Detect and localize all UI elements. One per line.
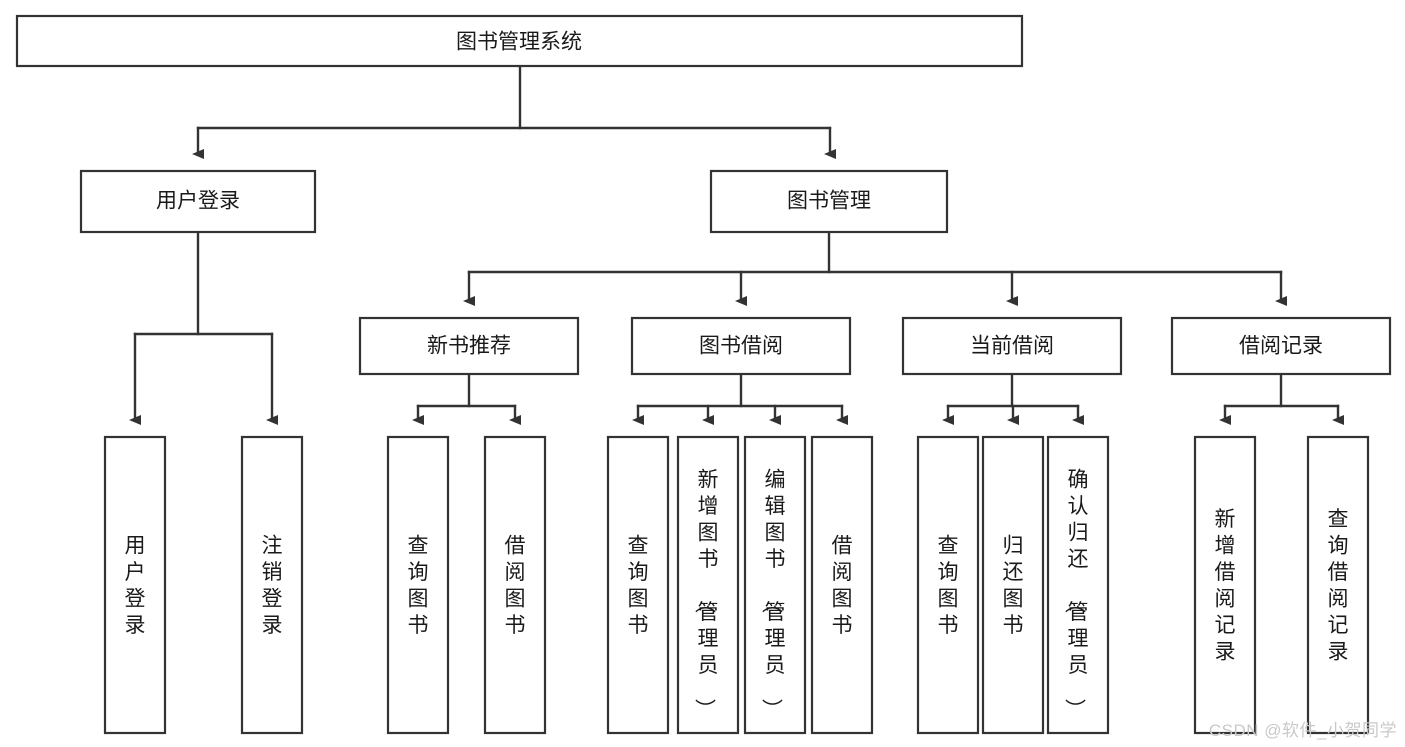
leaf-label: 新增借阅记录 xyxy=(1215,508,1236,664)
node-user-login[interactable]: 用户登录 xyxy=(79,169,317,234)
user-login-box[interactable] xyxy=(79,169,317,234)
leaf-box[interactable] xyxy=(916,435,980,735)
leaf-box[interactable] xyxy=(606,435,670,735)
leaf-box[interactable] xyxy=(676,435,740,735)
leaf-label: 查询借阅记录 xyxy=(1328,508,1349,664)
leaf-box[interactable] xyxy=(1046,435,1110,735)
leaf-node[interactable]: 查询图书 xyxy=(916,435,980,735)
node-current-borrow[interactable]: 当前借阅 xyxy=(901,316,1123,376)
book-borrow-box[interactable] xyxy=(630,316,852,376)
leaf-label: 借阅图书 xyxy=(505,535,526,638)
leaf-box[interactable] xyxy=(103,435,167,735)
leaf-node[interactable]: 新增图书（管理员） xyxy=(676,435,740,735)
borrow-record-label: 借阅记录 xyxy=(1239,335,1323,358)
leaf-label: 归还图书 xyxy=(1003,535,1024,638)
node-new-book-rec[interactable]: 新书推荐 xyxy=(358,316,580,376)
leaf-node[interactable]: 查询图书 xyxy=(606,435,670,735)
leaf-node[interactable]: 注销登录 xyxy=(240,435,304,735)
current-borrow-label: 当前借阅 xyxy=(970,335,1054,358)
book-borrow-label: 图书借阅 xyxy=(699,335,783,358)
node-borrow-record[interactable]: 借阅记录 xyxy=(1170,316,1392,376)
new-book-rec-box[interactable] xyxy=(358,316,580,376)
leaf-node[interactable]: 归还图书 xyxy=(981,435,1045,735)
node-root[interactable]: 图书管理系统 xyxy=(15,14,1024,68)
leaf-node[interactable]: 确认归还（管理员） xyxy=(1046,435,1110,735)
leaf-label: 查询图书 xyxy=(938,535,959,638)
leaf-label: 注销登录 xyxy=(262,535,283,638)
leaf-label: 确认归还（管理员） xyxy=(1063,468,1089,719)
new-book-rec-label: 新书推荐 xyxy=(427,335,511,358)
root-label: 图书管理系统 xyxy=(456,31,582,54)
leaf-node[interactable]: 查询借阅记录 xyxy=(1306,435,1370,735)
leaf-label: 编辑图书（管理员） xyxy=(760,468,786,719)
node-book-manage[interactable]: 图书管理 xyxy=(709,169,949,234)
leaf-label: 新增图书（管理员） xyxy=(693,468,719,719)
leaf-label: 用户登录 xyxy=(125,535,146,638)
leaf-box[interactable] xyxy=(743,435,807,735)
leaf-label: 查询图书 xyxy=(408,535,429,638)
connector-layer xyxy=(129,64,1344,425)
leaf-label: 借阅图书 xyxy=(832,535,853,638)
borrow-record-box[interactable] xyxy=(1170,316,1392,376)
leaf-box[interactable] xyxy=(483,435,547,735)
leaf-box[interactable] xyxy=(240,435,304,735)
leaf-node[interactable]: 编辑图书（管理员） xyxy=(743,435,807,735)
book-manage-label: 图书管理 xyxy=(787,190,871,213)
leaf-box[interactable] xyxy=(386,435,450,735)
root-box[interactable] xyxy=(15,14,1024,68)
leaf-node[interactable]: 查询图书 xyxy=(386,435,450,735)
leaf-box[interactable] xyxy=(1193,435,1257,735)
leaf-box[interactable] xyxy=(981,435,1045,735)
node-book-borrow[interactable]: 图书借阅 xyxy=(630,316,852,376)
book-manage-box[interactable] xyxy=(709,169,949,234)
leaf-node[interactable]: 借阅图书 xyxy=(810,435,874,735)
current-borrow-box[interactable] xyxy=(901,316,1123,376)
leaf-box[interactable] xyxy=(810,435,874,735)
leaf-label: 查询图书 xyxy=(628,535,649,638)
leaf-node[interactable]: 借阅图书 xyxy=(483,435,547,735)
user-login-label: 用户登录 xyxy=(156,190,240,213)
leaf-box[interactable] xyxy=(1306,435,1370,735)
leaf-node[interactable]: 用户登录 xyxy=(103,435,167,735)
leaf-node-layer: 用户登录 注销登录 查询图书 借阅图书 查询图书 新增图书（管理员） 编辑图书（管理员） 借阅… xyxy=(103,435,1370,735)
leaf-node[interactable]: 新增借阅记录 xyxy=(1193,435,1257,735)
